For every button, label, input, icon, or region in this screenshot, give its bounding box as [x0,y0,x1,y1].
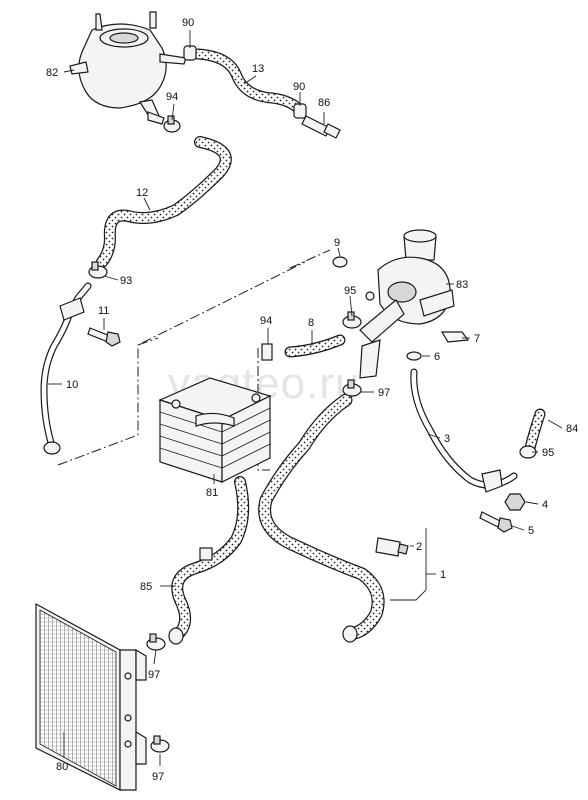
connector-86-icon [301,115,341,139]
callout-82: 82 [46,67,58,79]
callout-97-upper: 97 [378,387,390,399]
callout-81: 81 [206,487,218,499]
callout-1: 1 [440,569,446,581]
callout-13: 13 [252,63,264,75]
coolant-flange-icon [359,229,455,379]
callout-12: 12 [136,187,148,199]
clamp-93-icon [88,261,108,279]
callout-9: 9 [334,237,340,249]
callout-10: 10 [66,379,78,391]
callout-80: 80 [56,761,68,773]
expansion-tank-icon [69,11,187,125]
clip-2-icon [375,537,409,557]
callout-90-top: 90 [182,17,194,29]
callout-7: 7 [474,333,480,345]
hose-85-icon [168,476,250,645]
hose-1-icon [258,393,385,643]
callout-3: 3 [444,433,450,445]
callout-2: 2 [416,541,422,553]
pipe-10-icon [40,282,92,455]
callout-97-bottom: 97 [152,771,164,783]
nut-4-icon [504,493,526,511]
clamp-97-upper-icon [342,379,362,397]
callout-4: 4 [542,499,548,511]
callout-95-right: 95 [542,447,554,459]
callout-94-lower: 94 [260,315,272,327]
hose-12-icon [96,136,232,268]
o-ring-9-icon [332,256,348,268]
callout-90-right: 90 [293,81,305,93]
clamp-97-mid-icon [146,633,166,651]
callout-8: 8 [308,317,314,329]
callout-93: 93 [120,275,132,287]
callout-11: 11 [98,305,109,317]
hose-84-icon [519,408,546,459]
callout-labels: 82 90 13 90 86 94 12 9 83 93 95 11 94 8 … [46,17,578,783]
hose-13-icon [192,48,306,116]
radiator-icon [35,602,147,791]
callout-6: 6 [434,351,440,363]
callout-97-mid: 97 [148,669,160,681]
leader-lines [48,30,563,766]
callout-83: 83 [456,279,468,291]
o-ring-6-icon [406,351,422,361]
bolt-11-icon [87,327,121,347]
callout-5: 5 [528,525,534,537]
clamp-97-bottom-icon [150,735,170,753]
assembly-dash-line [57,249,331,466]
callout-95-upper: 95 [344,285,356,297]
bolt-5-icon [479,511,513,533]
callout-84: 84 [566,423,578,435]
clamp-90-icon [183,45,307,119]
oil-cooler-icon [158,377,272,483]
assembly-dash-line-2 [257,348,270,471]
callout-85: 85 [140,581,152,593]
gasket-7-icon [440,331,470,343]
pipe-3-icon [410,368,518,493]
callout-94-top: 94 [166,91,178,103]
callout-86: 86 [318,97,330,109]
hose-8-icon [261,334,346,361]
